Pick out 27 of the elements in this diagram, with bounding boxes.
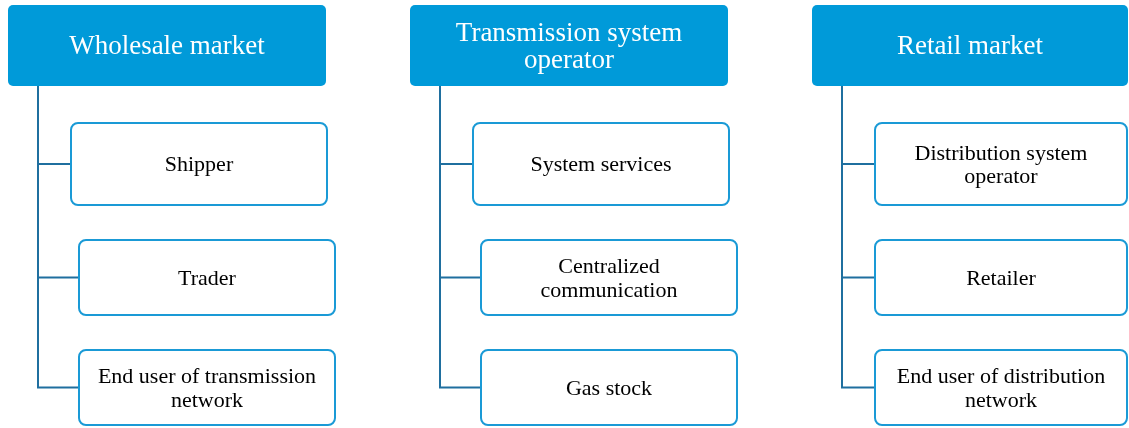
header-box <box>8 5 326 86</box>
header-text: Retail market <box>896 32 1044 59</box>
header-text: Transmission system operator <box>454 18 684 73</box>
box-label: Trader <box>178 265 236 290</box>
process-box <box>78 239 336 316</box>
box-label: Retailer <box>966 265 1036 290</box>
connector-line <box>37 85 79 389</box>
process-box <box>480 239 738 316</box>
process-box <box>78 349 336 426</box>
connector-line <box>841 85 875 389</box>
box-label: End user of distribution network <box>895 364 1107 411</box>
box-label: End user of transmission network <box>96 364 318 411</box>
process-box <box>874 349 1128 426</box>
box-label: Centralized communication <box>539 254 679 301</box>
box-label: Shipper <box>164 152 234 176</box>
connector-line <box>439 85 481 389</box>
process-box <box>70 122 328 206</box>
header-box <box>812 5 1128 86</box>
process-box <box>874 122 1128 206</box>
header-text: Wholesale market <box>69 32 265 59</box>
box-label: Distribution system operator <box>913 140 1089 188</box>
process-box <box>472 122 730 206</box>
box-label: Gas stock <box>565 375 653 400</box>
header-box <box>410 5 728 86</box>
box-label: System services <box>530 152 672 176</box>
process-box <box>480 349 738 426</box>
process-box <box>874 239 1128 316</box>
